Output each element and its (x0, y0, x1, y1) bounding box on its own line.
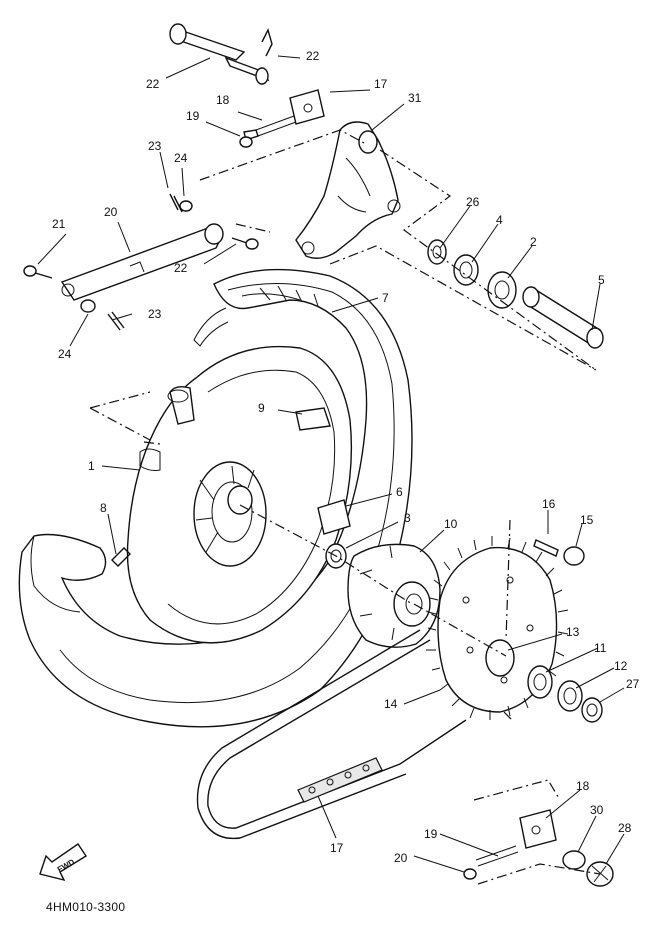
callout-27: 27 (626, 677, 640, 691)
alignment-lines (89, 129, 601, 885)
callout-24-bottom: 24 (58, 347, 72, 361)
rear-wheel (126, 345, 353, 644)
callout-13: 13 (566, 625, 580, 639)
callout-1: 1 (88, 459, 95, 473)
callout-10: 10 (444, 517, 458, 531)
callout-19-bottom: 19 (424, 827, 438, 841)
callout-16: 16 (542, 497, 556, 511)
callout-26-right: 26 (466, 195, 480, 209)
callout-11: 11 (594, 641, 607, 655)
callout-8: 8 (100, 501, 107, 515)
rear-axle (169, 23, 270, 85)
callout-5: 5 (598, 273, 605, 287)
callout-7: 7 (382, 291, 389, 305)
callout-9: 9 (258, 401, 265, 415)
callout-19-top: 18 (216, 93, 230, 107)
callout-18-top: 17 (374, 77, 388, 91)
callout-20-bottom: 20 (394, 851, 408, 865)
leader-lines (37, 55, 625, 873)
callout-22-left: 21 (52, 217, 66, 231)
forward-arrow-icon: FWD (39, 843, 87, 882)
callout-17: 17 (330, 841, 344, 855)
callout-28: 28 (618, 821, 632, 835)
callout-18-bottom: 18 (576, 779, 590, 793)
callout-22-right: 22 (174, 261, 188, 275)
callout-30: 30 (590, 803, 604, 817)
drive-chain (196, 629, 467, 840)
callout-31: 31 (408, 91, 422, 105)
callout-15: 15 (580, 513, 594, 527)
callout-12: 12 (614, 659, 628, 673)
torque-arm (60, 223, 224, 301)
callout-21: 20 (104, 205, 118, 219)
callout-14: 14 (384, 697, 398, 711)
callout-labels: 22 22 17 31 18 19 23 24 20 21 26 4 2 22 … (52, 49, 640, 865)
clutch-hub (347, 543, 441, 648)
callout-23-top: 23 (148, 139, 162, 153)
callout-6: 6 (396, 485, 403, 499)
callout-29: 22 (306, 49, 320, 63)
callout-3: 3 (404, 511, 411, 525)
sprocket-hardware (485, 539, 603, 723)
cotter-pin-top (261, 28, 273, 57)
bearing-set-right (427, 239, 604, 349)
callout-4: 4 (496, 213, 503, 227)
callout-26-top: 22 (146, 77, 160, 91)
caliper-bracket (295, 121, 401, 259)
torque-arm-bolts (23, 193, 259, 331)
callout-23-bottom: 23 (148, 307, 162, 321)
callout-20-top: 19 (186, 109, 200, 123)
diagram-code: 4HM010-3300 (46, 900, 126, 914)
callout-2: 2 (530, 235, 537, 249)
callout-24-top: 24 (174, 151, 188, 165)
adjuster-plate-top (239, 89, 325, 148)
adjuster-plate-bottom (463, 809, 614, 887)
rear-sprocket (426, 536, 569, 720)
